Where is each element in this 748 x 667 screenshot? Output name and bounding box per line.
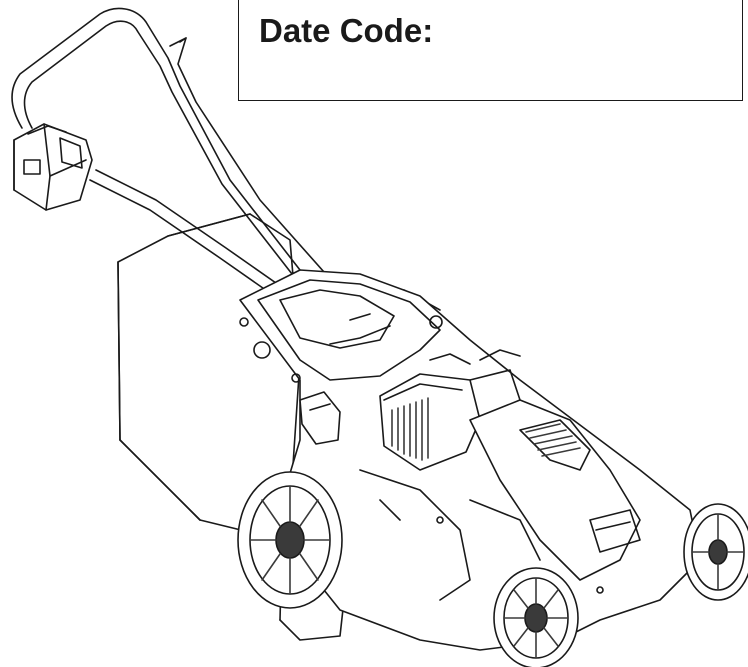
handle-control-box [14, 124, 92, 210]
rear-left-wheel [238, 472, 342, 608]
date-code-box: Date Code: [238, 0, 743, 101]
date-code-label: Date Code: [259, 12, 434, 49]
deck-details [360, 350, 603, 600]
height-adjust-lever [240, 316, 442, 444]
front-right-wheel [684, 504, 748, 600]
battery [380, 370, 520, 470]
front-hood [470, 400, 640, 580]
front-left-wheel [494, 568, 578, 667]
